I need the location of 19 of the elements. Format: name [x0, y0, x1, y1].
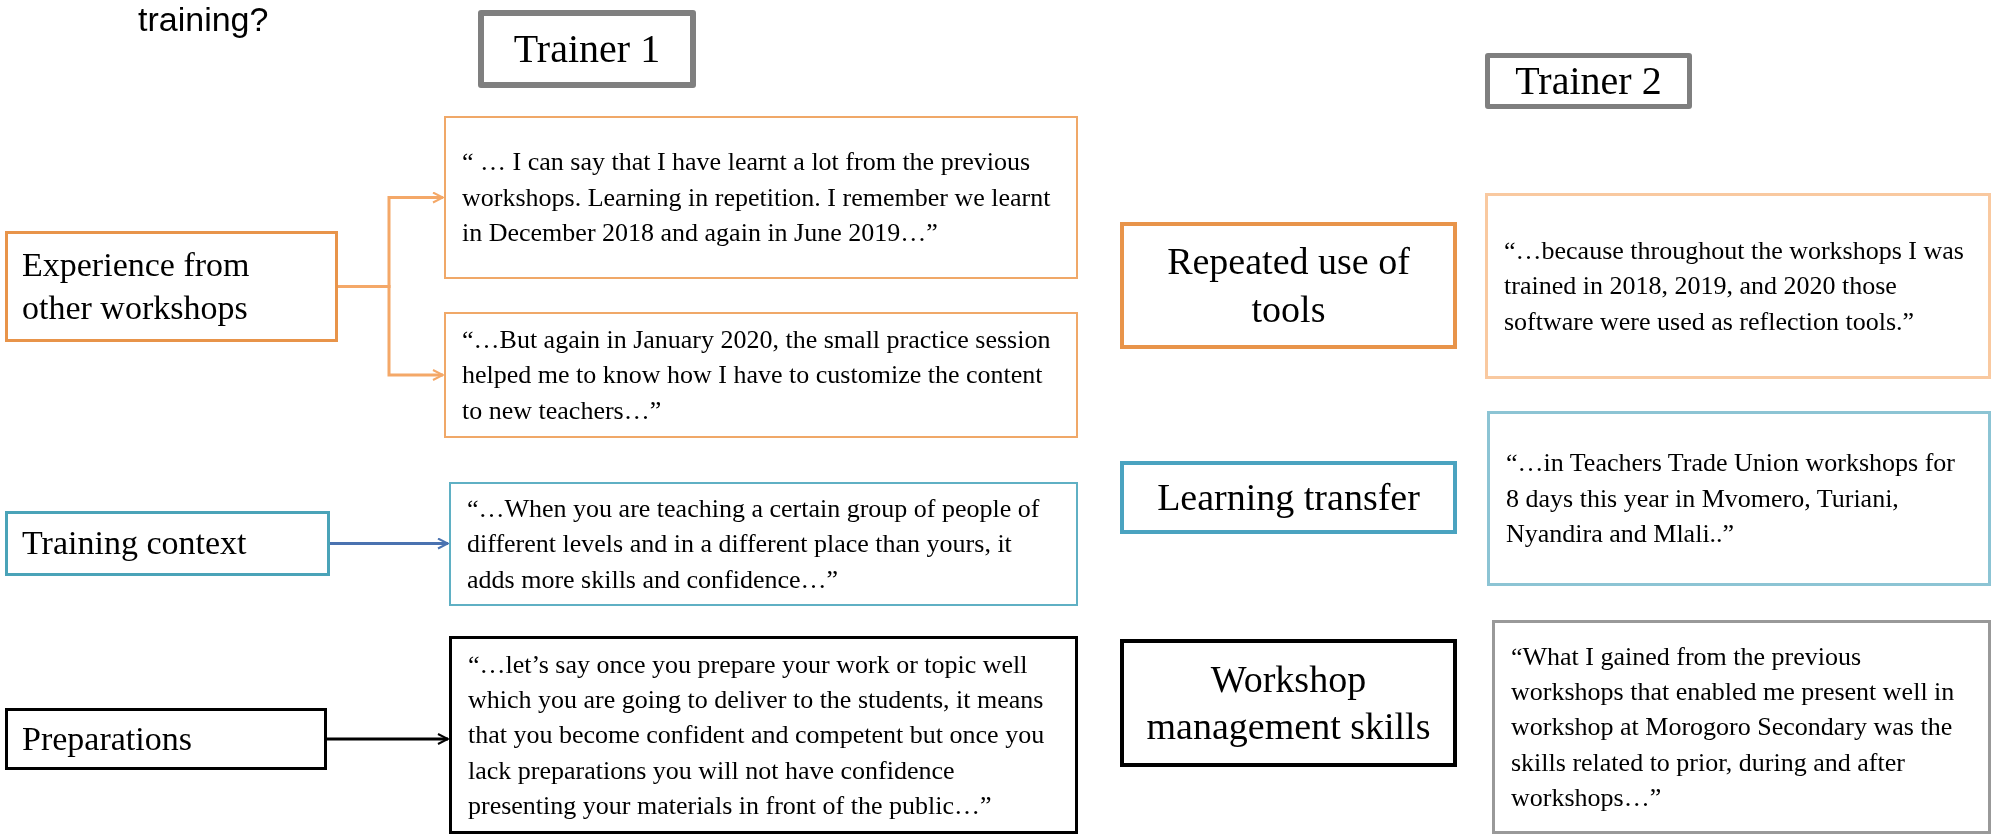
quote-box: “What I gained from the previous workshops that enabled me present well in workshop at Morogoro Secondary was the skills related to prior, during and after workshops…” [1492, 620, 1991, 834]
theme-box: Training context [5, 511, 330, 576]
quote-box: “…let’s say once you prepare your work or topic well which you are going to deliver to the students, it means that you become confident and competent but once you lack preparations you will not have confidence presenting your materials in front of the public…” [449, 636, 1078, 834]
category-box: Workshop management skills [1120, 639, 1457, 767]
quote-box: “…in Teachers Trade Union workshops for 8 days this year in Mvomero, Turiani, Nyandira and Mlali..” [1487, 411, 1991, 586]
arrow [327, 733, 449, 745]
question-text: training? [138, 0, 269, 40]
theme-box: Preparations [5, 708, 327, 770]
arrow [330, 537, 449, 550]
quote-box: “ … I can say that I have learnt a lot from the previous workshops. Learning in repetition. I remember we learnt in December 2018 and again in June 2019…” [444, 116, 1078, 279]
quote-box: “…because throughout the workshops I was trained in 2018, 2019, and 2020 those software were used as reflection tools.” [1485, 193, 1991, 379]
category-box: Learning transfer [1120, 461, 1457, 534]
theme-box: Experience from other workshops [5, 231, 338, 342]
arrow [338, 285, 444, 381]
quote-box: “…When you are teaching a certain group of people of different levels and in a different place than yours, it adds more skills and confidence…” [449, 482, 1078, 606]
trainer-heading-box: Trainer 2 [1485, 53, 1692, 109]
quote-box: “…But again in January 2020, the small practice session helped me to know how I have to customize the content to new teachers…” [444, 312, 1078, 438]
category-box: Repeated use of tools [1120, 222, 1457, 349]
trainer-heading-box: Trainer 1 [478, 10, 696, 88]
